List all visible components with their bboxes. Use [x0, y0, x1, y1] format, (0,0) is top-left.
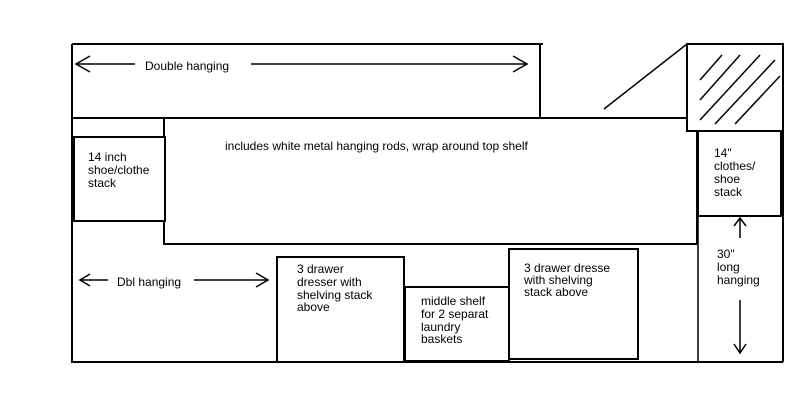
hatched-corner-block: [686, 43, 784, 132]
long-hanging-label: 30" long hanging: [717, 247, 760, 287]
top-shelf-note: includes white metal hanging rods, wrap …: [225, 139, 529, 153]
right-stack-label: 14" clothes/ shoe stack: [714, 146, 759, 199]
vertical-arrow-icon: [733, 216, 747, 355]
dresser-left: [276, 256, 405, 363]
middle-shelf-label: middle shelf for 2 separat laundry baske…: [421, 294, 492, 346]
double-hanging-label: Double hanging: [145, 59, 229, 73]
dresser-right-label: 3 drawer dresse with shelving stack abov…: [523, 261, 613, 299]
middle-shelf: [404, 286, 510, 362]
door-swing-line: [603, 43, 688, 110]
dresser-right: [508, 248, 639, 360]
hatch-pattern-icon: [699, 54, 781, 125]
upper-section-edge: [72, 44, 541, 119]
top-shelf-outline: [163, 117, 698, 245]
right-clothes-shoe-stack: [697, 130, 782, 217]
left-shoe-clothe-stack: [73, 136, 166, 222]
dresser-left-label: 3 drawer dresser with shelving stack abo…: [297, 262, 376, 314]
left-stack-label: 14 inch shoe/clothe stack: [88, 150, 153, 190]
double-arrow-icon: [74, 55, 529, 73]
dbl-hanging-label: Dbl hanging: [117, 275, 181, 289]
dbl-hanging-arrow-icon: [78, 272, 270, 288]
